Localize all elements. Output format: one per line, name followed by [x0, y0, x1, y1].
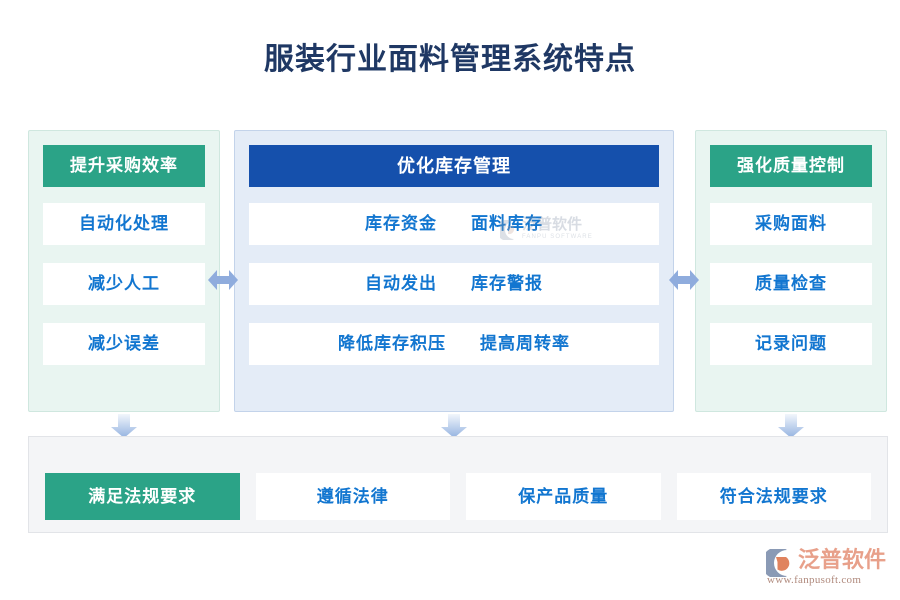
list-item[interactable]: 自动化处理: [43, 203, 205, 245]
bottom-item[interactable]: 满足法规要求: [45, 473, 240, 520]
list-item-left-label: 库存资金: [365, 214, 437, 233]
double-arrow-left-icon: [208, 267, 238, 293]
column-center-inner: 优化库存管理 库存资金 面料库存 自动发出 库存警报 降低库存积压 提高周转率: [235, 131, 673, 411]
bottom-item[interactable]: 符合法规要求: [676, 473, 871, 520]
list-item-left-label: 自动发出: [365, 274, 437, 293]
down-arrow-right-icon: [778, 414, 804, 438]
column-left: 提升采购效率 自动化处理 减少人工 减少误差: [28, 130, 220, 412]
footer-logo-url: www.fanpusoft.com: [767, 574, 862, 586]
list-item[interactable]: 降低库存积压 提高周转率: [249, 323, 659, 365]
list-item-left-label: 降低库存积压: [338, 334, 446, 353]
list-item[interactable]: 自动发出 库存警报: [249, 263, 659, 305]
list-item[interactable]: 减少误差: [43, 323, 205, 365]
list-item[interactable]: 质量检查: [710, 263, 872, 305]
column-center: 优化库存管理 库存资金 面料库存 自动发出 库存警报 降低库存积压 提高周转率: [234, 130, 674, 412]
bottom-band: 满足法规要求 遵循法律 保产品质量 符合法规要求: [28, 436, 888, 533]
list-item-right-label: 面料库存: [471, 214, 543, 233]
down-arrow-left-icon: [111, 414, 137, 438]
bottom-item[interactable]: 保产品质量: [466, 473, 661, 520]
footer-logo: 泛普软件 www.fanpusoft.com: [761, 547, 890, 589]
column-left-header: 提升采购效率: [43, 145, 205, 187]
list-item-right-label: 提高周转率: [480, 334, 570, 353]
double-arrow-right-icon: [669, 267, 699, 293]
column-left-inner: 提升采购效率 自动化处理 减少人工 减少误差: [29, 131, 219, 411]
list-item-right-label: 库存警报: [471, 274, 543, 293]
column-center-header: 优化库存管理: [249, 145, 659, 187]
bottom-item[interactable]: 遵循法律: [255, 473, 450, 520]
fanpu-logo-icon: [761, 547, 796, 579]
list-item[interactable]: 采购面料: [710, 203, 872, 245]
list-item[interactable]: 减少人工: [43, 263, 205, 305]
column-right-header: 强化质量控制: [710, 145, 872, 187]
columns-band: 提升采购效率 自动化处理 减少人工 减少误差 优化库存管理 库存资金 面料库存 …: [0, 130, 900, 412]
column-right: 强化质量控制 采购面料 质量检查 记录问题: [695, 130, 887, 412]
column-right-inner: 强化质量控制 采购面料 质量检查 记录问题: [696, 131, 886, 411]
page-title: 服装行业面料管理系统特点: [264, 43, 636, 76]
list-item[interactable]: 记录问题: [710, 323, 872, 365]
bottom-row: 满足法规要求 遵循法律 保产品质量 符合法规要求: [45, 473, 871, 520]
footer-logo-brand: 泛普软件: [798, 547, 887, 572]
list-item[interactable]: 库存资金 面料库存: [249, 203, 659, 245]
down-arrow-center-icon: [441, 414, 467, 438]
